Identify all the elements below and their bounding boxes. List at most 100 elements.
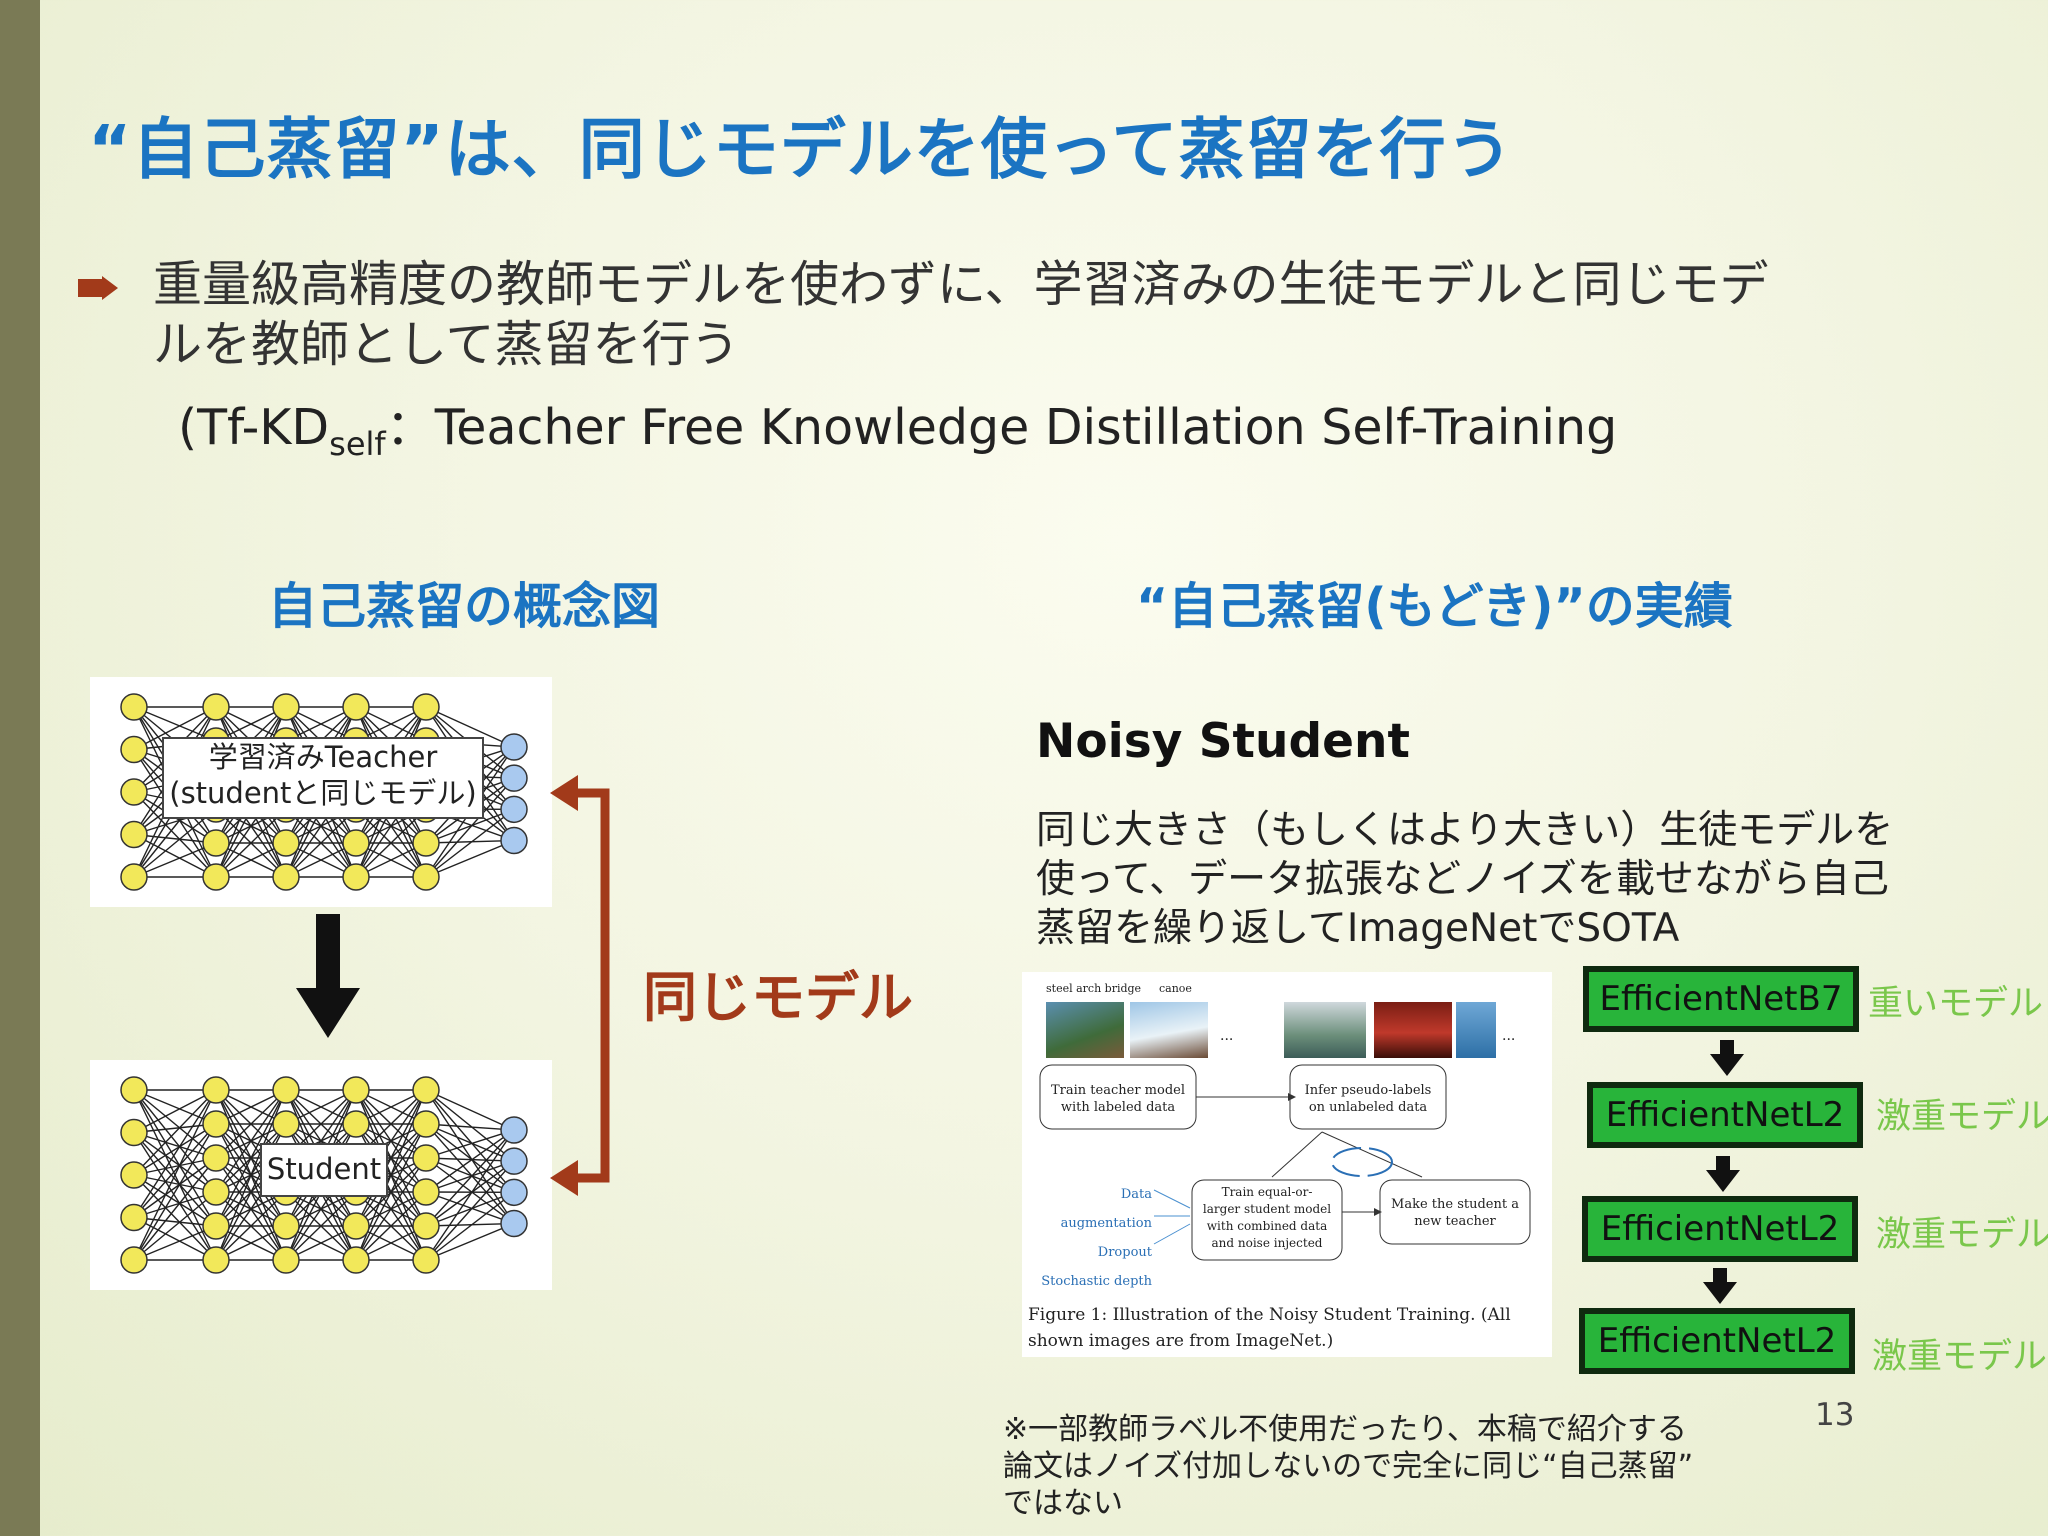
network-edge	[133, 1157, 217, 1261]
teacher-label-box: 学習済みTeacher (studentと同じモデル)	[162, 737, 484, 819]
network-node	[412, 1144, 440, 1172]
network-edge	[133, 1089, 217, 1134]
network-node	[272, 693, 300, 721]
network-edge	[425, 1160, 515, 1261]
box-infer-pseudo-labels: Infer pseudo-labels on unlabeled data	[1290, 1082, 1446, 1116]
figure-caption-line-1: Figure 1: Illustration of the Noisy Stud…	[1028, 1305, 1511, 1325]
network-node	[202, 863, 230, 891]
ns-desc-line-3: 蒸留を繰り返してImageNetでSOTA	[1036, 906, 1680, 951]
network-node	[500, 1178, 528, 1207]
ns-desc-line-1: 同じ大きさ（もしくはより大きい）生徒モデルを	[1036, 808, 1894, 853]
box-train-teacher-line-2: with labeled data	[1060, 1100, 1176, 1115]
canoe-image	[1130, 1002, 1208, 1058]
noise-item-stochastic-depth: Stochastic depth	[1041, 1274, 1152, 1289]
network-edge	[215, 808, 287, 878]
network-edge	[425, 706, 515, 748]
box-infer-line-2: on unlabeled data	[1308, 1100, 1428, 1115]
network-edge	[425, 1222, 515, 1227]
network-node	[202, 1246, 230, 1274]
def-subscript: self	[329, 424, 386, 463]
bridge-image	[1046, 1002, 1124, 1058]
box-train-student-line-1: Train equal-or-	[1221, 1185, 1313, 1199]
slide-title: “自己蒸留”は、同じモデルを使って蒸留を行う	[88, 111, 1514, 188]
footnote-line-1: ※一部教師ラベル不使用だったり、本稿で紹介する	[1003, 1412, 1687, 1447]
network-edge	[425, 1089, 515, 1193]
box-infer-line-1: Infer pseudo-labels	[1304, 1083, 1432, 1098]
network-node	[500, 1209, 528, 1238]
network-node	[342, 829, 370, 857]
network-node	[120, 1246, 148, 1274]
model-box-b7: EfficientNetB7	[1583, 966, 1859, 1032]
model-tag-heavy: 重いモデル	[1868, 984, 2044, 1024]
down-arrow-icon	[296, 914, 360, 1038]
model-box-l2-3: EfficientNetL2	[1579, 1308, 1855, 1374]
figure-caption-line-2: shown images are from ImageNet.)	[1028, 1331, 1334, 1351]
network-node	[412, 1246, 440, 1274]
network-edge	[425, 1089, 515, 1162]
network-node	[120, 1118, 148, 1147]
network-edge	[355, 1089, 427, 1227]
footnote-line-2: 論文はノイズ付加しないので完全に同じ“自己蒸留”	[1003, 1449, 1694, 1484]
noisy-student-description: 同じ大きさ（もしくはより大きい）生徒モデルを 使って、データ拡張などノイズを載せ…	[1036, 806, 1936, 953]
network-edge	[215, 1089, 287, 1227]
network-edge	[425, 1123, 515, 1131]
network-node	[202, 693, 230, 721]
teacher-label-line-1: 学習済みTeacher	[208, 740, 438, 774]
network-node	[120, 778, 148, 806]
network-edge	[133, 1123, 217, 1176]
network-edge	[133, 1157, 217, 1219]
network-edge	[133, 1191, 217, 1261]
noise-item-augmentation: Data augmentation	[1060, 1187, 1152, 1231]
network-node	[202, 829, 230, 857]
network-edge	[355, 1123, 427, 1261]
network-edge	[355, 808, 427, 878]
same-model-label: 同じモデル	[643, 966, 913, 1029]
page-number: 13	[1815, 1397, 1855, 1433]
network-node	[342, 863, 370, 891]
network-node	[120, 1203, 148, 1232]
network-node	[342, 693, 370, 721]
network-edge	[133, 706, 217, 751]
network-node	[272, 1212, 300, 1240]
box-make-teacher: Make the student a new teacher	[1380, 1196, 1530, 1230]
network-node	[342, 1076, 370, 1104]
box-train-student: Train equal-or- larger student model wit…	[1192, 1184, 1342, 1252]
network-edge	[425, 1191, 515, 1227]
network-edge	[425, 1089, 515, 1224]
student-label: Student	[266, 1152, 382, 1186]
network-node	[342, 1212, 370, 1240]
network-edge	[133, 1131, 217, 1159]
fig-flow-diagram	[1039, 1064, 1531, 1261]
bullet-line-2: ルを教師として蒸留を行う	[153, 316, 740, 373]
network-edge	[425, 1222, 515, 1261]
model-tag-very-heavy-2: 激重モデル	[1876, 1215, 2048, 1255]
arrow-bullet-icon	[78, 276, 118, 300]
fig-dots-2: ...	[1502, 1028, 1516, 1044]
network-edge	[133, 1123, 217, 1261]
network-node	[202, 1144, 230, 1172]
network-edge	[425, 1129, 515, 1227]
box-make-teacher-line-2: new teacher	[1414, 1214, 1496, 1229]
network-edge	[425, 1123, 515, 1162]
network-edge	[133, 791, 217, 878]
noisy-student-figure: steel arch bridge canoe ... ... Train te…	[1022, 972, 1552, 1357]
chain-arrow-icon-1	[1710, 1040, 1744, 1076]
network-edge	[425, 1089, 515, 1131]
network-edge	[425, 808, 515, 844]
network-edge	[425, 1123, 515, 1193]
noise-item-dropout: Dropout	[1097, 1245, 1152, 1260]
network-edge	[285, 1191, 357, 1261]
network-node	[120, 693, 148, 721]
network-edge	[133, 1191, 217, 1219]
network-node	[272, 1246, 300, 1274]
network-edge	[425, 1129, 515, 1261]
network-node	[120, 1161, 148, 1189]
network-edge	[425, 777, 515, 878]
bullet-line-1: 重量級高精度の教師モデルを使わずに、学習済みの生徒モデルと同じモデ	[153, 256, 1769, 313]
network-edge	[133, 1123, 217, 1218]
network-edge	[133, 1132, 217, 1261]
figure-caption: Figure 1: Illustration of the Noisy Stud…	[1028, 1302, 1548, 1354]
network-edge	[133, 1089, 217, 1261]
model-tag-very-heavy-3: 激重モデル	[1872, 1337, 2048, 1377]
network-node	[202, 1178, 230, 1206]
